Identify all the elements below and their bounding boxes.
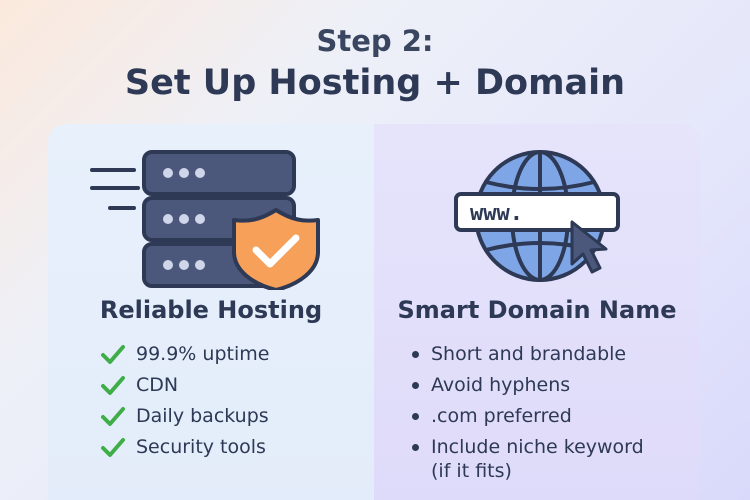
list-item-text: Avoid hyphens: [431, 374, 571, 396]
bullet-icon: [412, 444, 419, 451]
hosting-feature-list: 99.9% uptime CDN Daily backups Security …: [100, 342, 269, 466]
list-item-text: Security tools: [136, 436, 266, 458]
list-item-text: Daily backups: [136, 405, 269, 427]
list-item: .com preferred: [412, 404, 652, 428]
bullet-icon: [412, 382, 419, 389]
list-item: Avoid hyphens: [412, 373, 652, 397]
url-text: www.: [470, 201, 523, 226]
list-item-text: Include niche keyword (if it fits): [431, 436, 644, 482]
checkmark-icon: [101, 407, 125, 426]
page-title: Set Up Hosting + Domain: [124, 63, 626, 103]
hosting-column: Reliable Hosting 99.9% uptime CDN Daily …: [48, 124, 374, 500]
server-shield-icon: [88, 148, 328, 294]
content-card: Reliable Hosting 99.9% uptime CDN Daily …: [48, 124, 700, 500]
bullet-icon: [412, 351, 419, 358]
list-item: 99.9% uptime: [100, 342, 269, 366]
domain-tips-list: Short and brandable Avoid hyphens .com p…: [412, 342, 652, 490]
domain-column: www. Smart Domain Name Short and brandab…: [374, 124, 700, 500]
page-header: Step 2: Set Up Hosting + Domain: [0, 22, 750, 106]
list-item-text: 99.9% uptime: [136, 343, 270, 365]
globe-cursor-icon: www.: [450, 146, 630, 300]
list-item: CDN: [100, 373, 269, 397]
domain-heading: Smart Domain Name: [397, 296, 677, 324]
step-label: Step 2:: [316, 24, 434, 58]
list-item-text: .com preferred: [431, 405, 572, 427]
hosting-heading: Reliable Hosting: [99, 296, 323, 324]
bullet-icon: [412, 413, 419, 420]
list-item-text: Short and brandable: [431, 343, 627, 365]
list-item: Short and brandable: [412, 342, 652, 366]
checkmark-icon: [101, 376, 125, 395]
list-item: Security tools: [100, 435, 269, 459]
list-item: Daily backups: [100, 404, 269, 428]
checkmark-icon: [101, 345, 125, 364]
checkmark-icon: [101, 438, 125, 457]
list-item-text: CDN: [136, 374, 179, 396]
list-item: Include niche keyword (if it fits): [412, 435, 652, 483]
